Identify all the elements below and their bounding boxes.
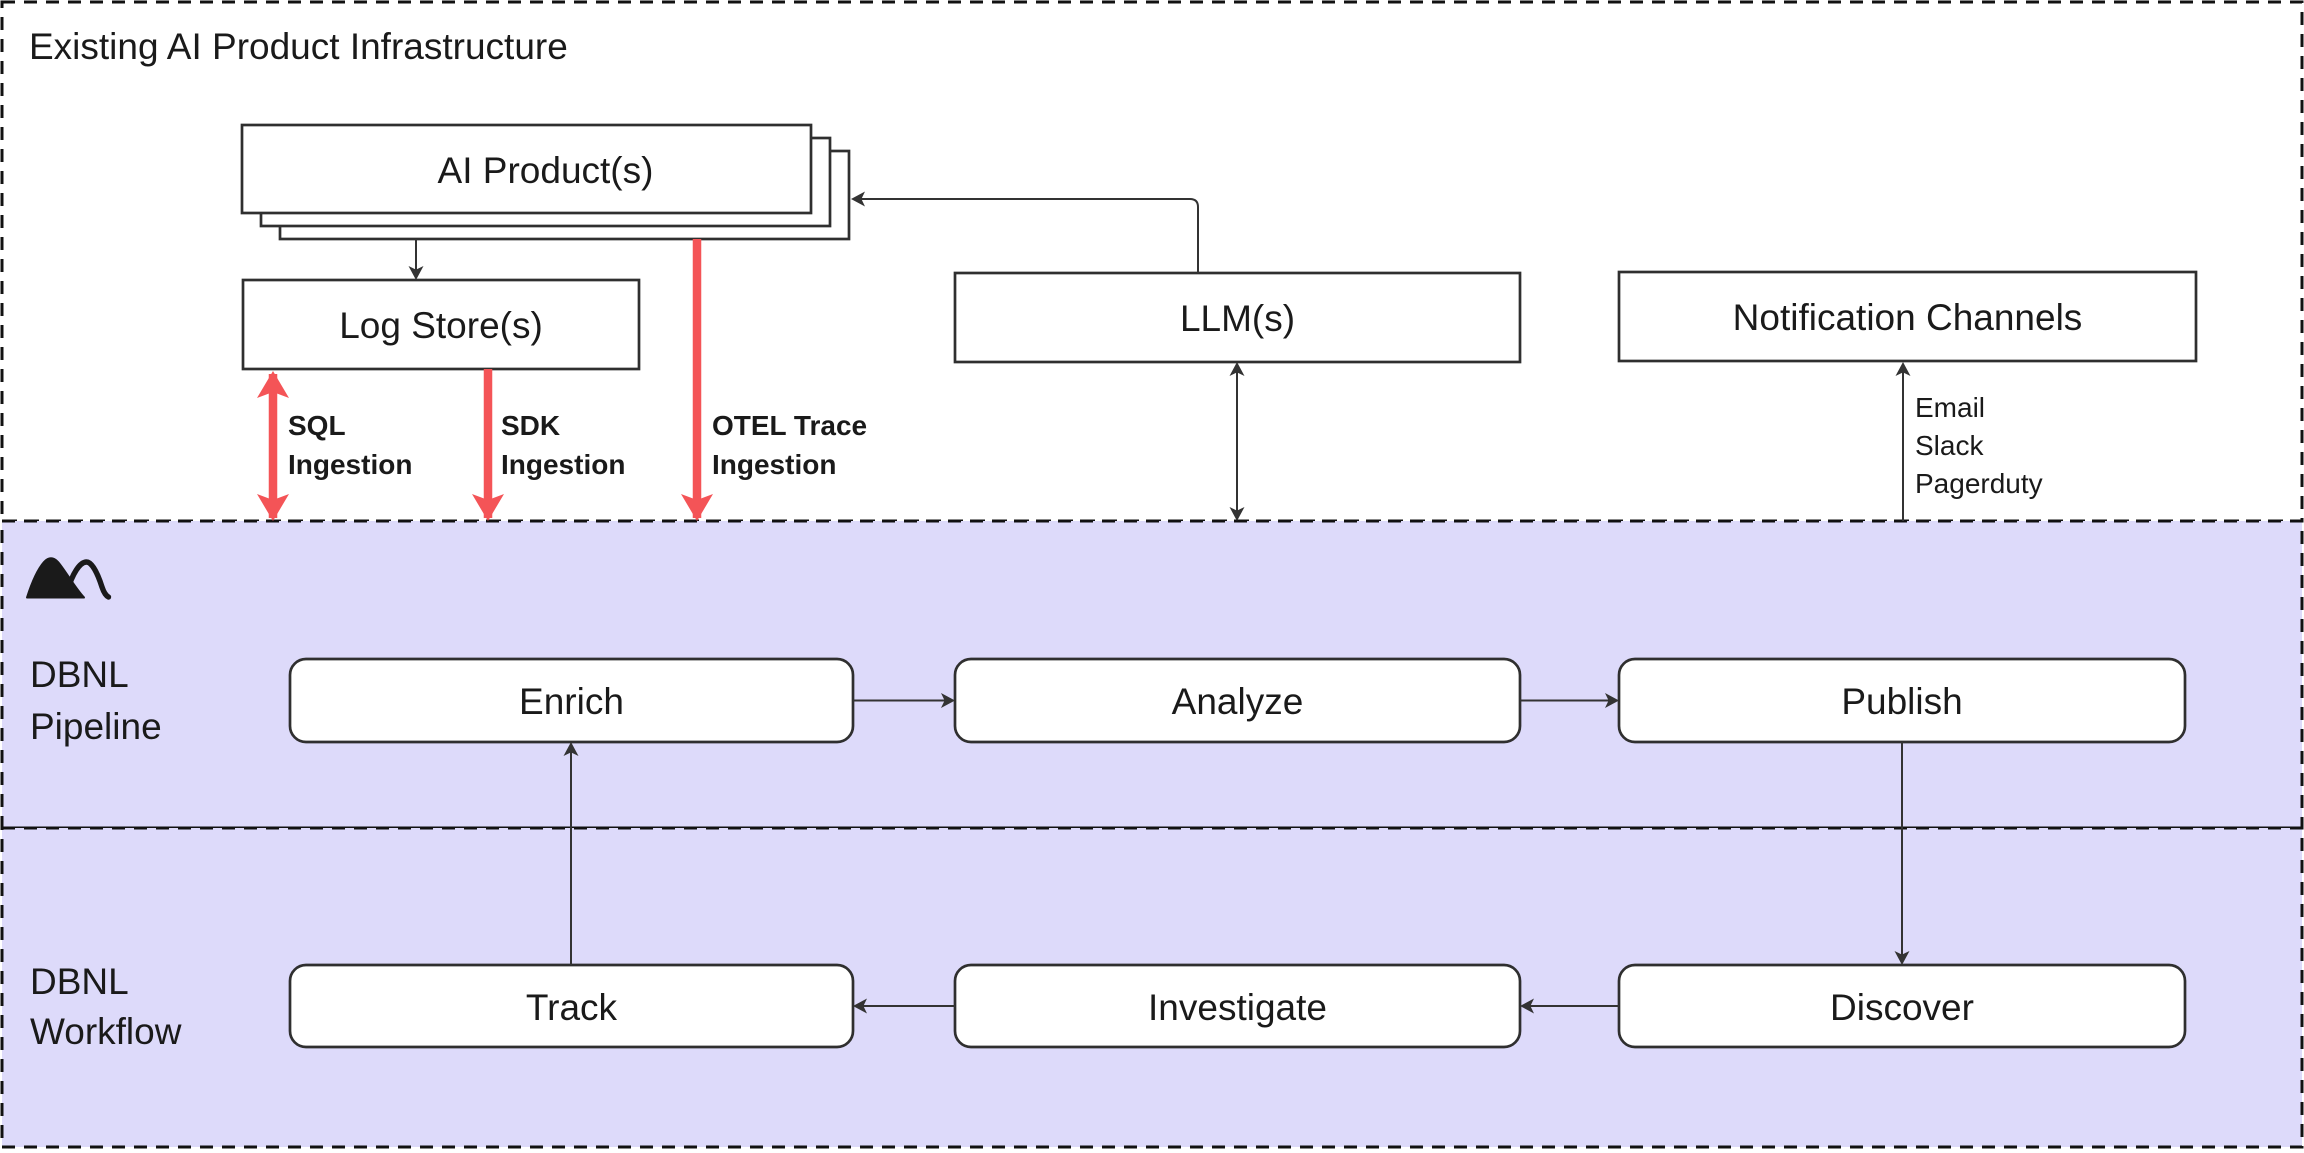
node-notification-channels bbox=[1617, 270, 2198, 363]
edge-llms-to-ai-products bbox=[851, 191, 1199, 273]
node-label-investigate: Investigate bbox=[1148, 986, 1327, 1028]
node-label-discover: Discover bbox=[1830, 986, 1974, 1028]
node-log-stores bbox=[241, 278, 641, 371]
edge-label-sql-ingestion: SQL Ingestion bbox=[288, 410, 413, 480]
logo-mountain-curve bbox=[64, 559, 112, 600]
edge-label-otel-ingestion: OTEL Trace Ingestion bbox=[712, 410, 868, 480]
section-title-infrastructure: Existing AI Product Infrastructure bbox=[29, 26, 568, 67]
edge-label-notification-methods: Email Slack Pagerduty bbox=[1915, 392, 2043, 499]
section-title-pipeline: DBNL Pipeline bbox=[30, 654, 162, 747]
node-label-enrich: Enrich bbox=[519, 681, 624, 723]
node-label-track: Track bbox=[525, 986, 618, 1028]
node-ai-products bbox=[240, 123, 851, 241]
node-label-publish: Publish bbox=[1841, 681, 1963, 723]
section-title-workflow: DBNL Workflow bbox=[30, 961, 182, 1052]
node-label-log-stores: Log Store(s) bbox=[339, 305, 543, 347]
node-label-analyze: Analyze bbox=[1171, 681, 1304, 723]
node-label-llms: LLM(s) bbox=[1179, 298, 1296, 340]
section-infrastructure bbox=[0, 0, 2304, 523]
node-label-ai-products: AI Product(s) bbox=[437, 149, 654, 191]
dbnl-mountain-logo-icon bbox=[26, 555, 112, 603]
edge-label-sdk-ingestion: SDK Ingestion bbox=[501, 410, 626, 480]
node-label-notification-channels: Notification Channels bbox=[1732, 297, 2083, 339]
